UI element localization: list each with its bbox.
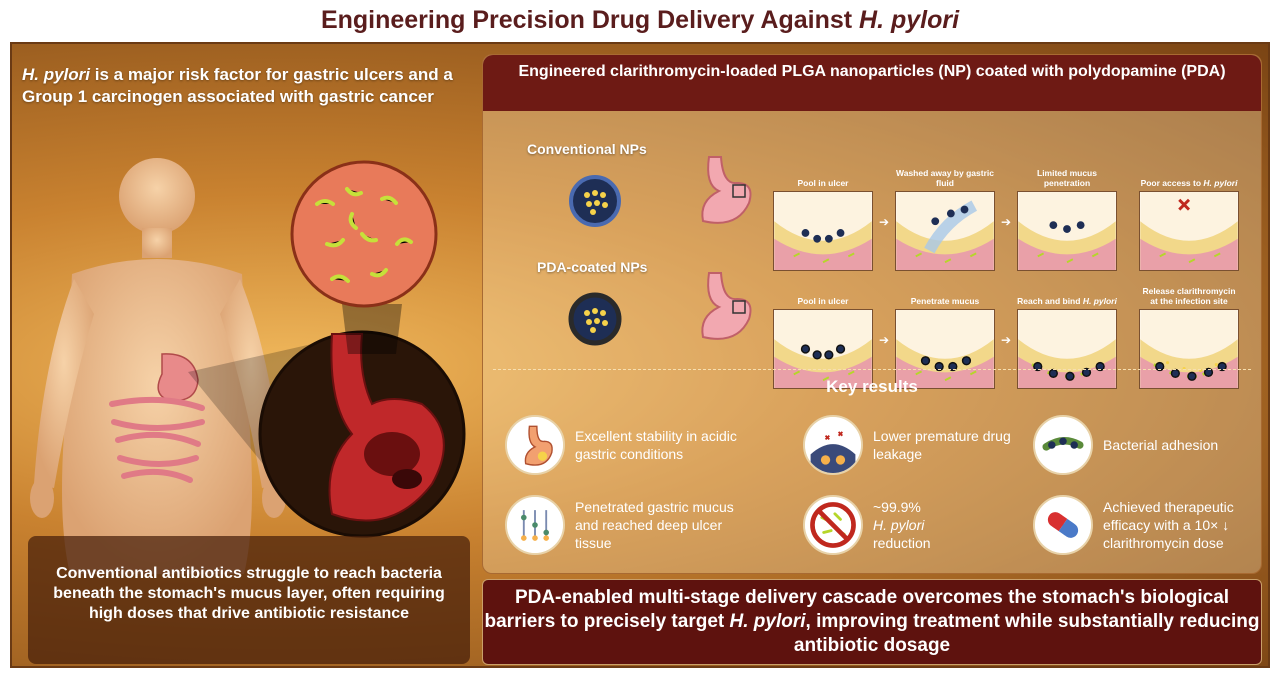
pda-np-icon [568, 292, 622, 346]
body-silhouette [34, 158, 282, 574]
step-conventional-1: Pool in ulcer [773, 163, 873, 271]
left-hand [30, 478, 54, 518]
step-pda-1: Pool in ulcer [773, 281, 873, 389]
ulcer-pool-icon [773, 191, 873, 271]
limited-penetration-icon [1017, 191, 1117, 271]
np-header: Engineered clarithromycin-loaded PLGA na… [483, 55, 1261, 111]
step-conventional-2: Washed away by gastric fluid [895, 163, 995, 271]
conclusion-banner: PDA-enabled multi-stage delivery cascade… [482, 579, 1262, 665]
result-text: Achieved therapeutic efficacy with a 10×… [1103, 499, 1234, 551]
step-label: Pool in ulcer [797, 296, 849, 306]
step-label: Pool in ulcer [797, 178, 849, 188]
bacteria-icon [315, 187, 413, 283]
pda-pool-icon [773, 309, 873, 389]
fail-x-icon [1178, 198, 1191, 211]
result-text: Penetrated gastric mucus and reached dee… [575, 499, 734, 551]
arrow-icon: ➔ [1000, 333, 1012, 347]
result-leakage: Lower premature drug leakage [803, 415, 1043, 475]
result-text: Lower premature drug leakage [873, 428, 1011, 462]
result-text: Excellent stability in acidic gastric co… [575, 428, 737, 462]
mucus-penetration-icon [505, 495, 565, 555]
intestines-icon [109, 396, 205, 483]
capsule-icon [1033, 495, 1093, 555]
arrow-icon: ➔ [1000, 215, 1012, 229]
left-caption: Conventional antibiotics struggle to rea… [28, 536, 470, 664]
arrow-icon: ➔ [878, 215, 890, 229]
no-bacteria-icon [803, 495, 863, 555]
intro-italic: H. pylori [22, 65, 91, 84]
bacteria-zoom-cone [342, 304, 402, 354]
nanoparticle-section: Engineered clarithromycin-loaded PLGA na… [482, 54, 1262, 574]
row-label-pda: PDA-coated NPs [537, 259, 648, 275]
step-pda-2: Penetrate mucus [895, 281, 995, 389]
step-conventional-4: Poor access to H. pylori [1139, 163, 1239, 271]
human-body-illustration [30, 158, 466, 574]
title-italic: H. pylori [859, 6, 960, 34]
step-label: Limited mucus penetration [1037, 168, 1097, 188]
intro-text: H. pylori is a major risk factor for gas… [22, 64, 482, 108]
step-pda-3: Reach and bind H. pylori [1017, 281, 1117, 389]
title-main: Engineering Precision Drug Delivery Agai… [320, 6, 853, 34]
step-label: Release clarithromycin at the infection … [1142, 286, 1236, 306]
body-stomach-icon [157, 353, 199, 402]
step-label: Penetrate mucus [910, 296, 980, 306]
step-label: Poor access to H. pylori [1140, 178, 1238, 188]
row-label-conventional: Conventional NPs [527, 141, 647, 157]
intro-body: is a major risk factor for gastric ulcer… [22, 65, 453, 106]
result-text: Bacterial adhesion [1103, 437, 1219, 453]
stomach-acid-icon [505, 415, 565, 475]
ulcer-icon [364, 432, 420, 476]
stomach-icon-row2 [701, 272, 752, 340]
ulcer-deep-icon [392, 469, 422, 489]
penetrate-mucus-icon [895, 309, 995, 389]
conventional-np-icon [569, 175, 621, 227]
bacteria-adhesion-icon [1033, 415, 1093, 475]
step-label: Reach and bind H. pylori [1017, 296, 1117, 306]
infographic-panel: H. pylori is a major risk factor for gas… [10, 42, 1270, 668]
result-adhesion: Bacterial adhesion [1033, 415, 1268, 475]
washed-away-icon [895, 191, 995, 271]
step-label: Washed away by gastric fluid [896, 168, 994, 188]
poor-access-icon [1139, 191, 1239, 271]
stomach-icon-row1 [701, 156, 752, 224]
result-penetration: Penetrated gastric mucus and reached dee… [505, 495, 745, 555]
result-stability: Excellent stability in acidic gastric co… [505, 415, 745, 475]
drug-leakage-icon [803, 415, 863, 475]
section-divider [493, 369, 1251, 370]
release-drug-icon [1139, 309, 1239, 389]
step-conventional-3: Limited mucus penetration [1017, 163, 1117, 271]
step-pda-4: Release clarithromycin at the infection … [1139, 281, 1239, 389]
bind-bacteria-icon [1017, 309, 1117, 389]
page-title: Engineering Precision Drug Delivery Agai… [0, 0, 1280, 40]
result-dose: Achieved therapeutic efficacy with a 10×… [1033, 495, 1268, 555]
arrow-icon: ➔ [878, 333, 890, 347]
key-results-title: Key results [826, 377, 918, 396]
